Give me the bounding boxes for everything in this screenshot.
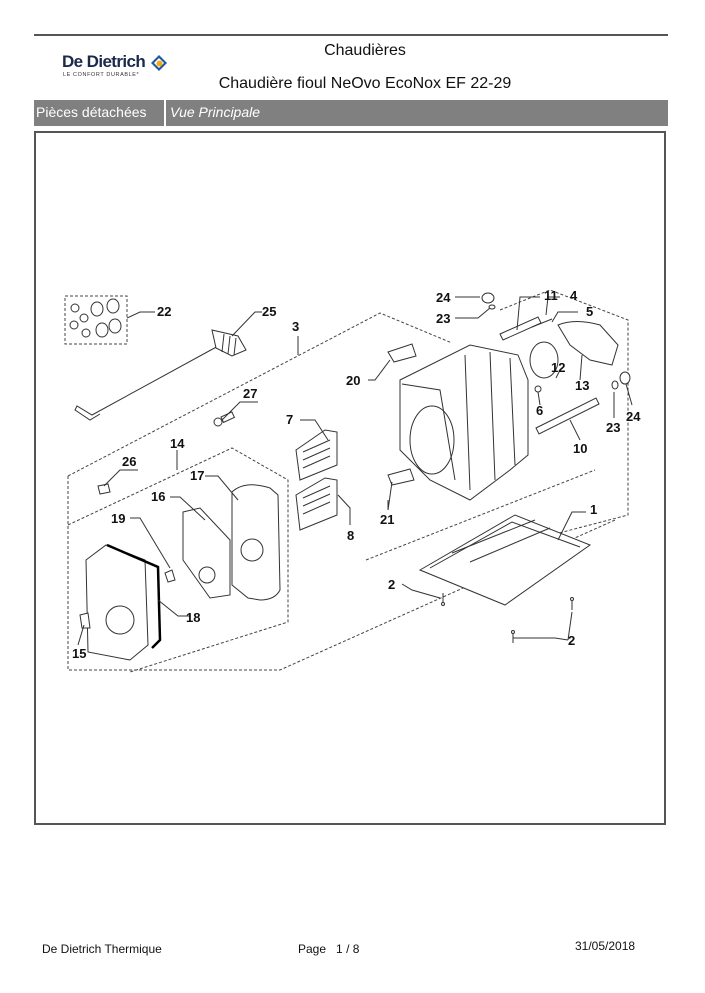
brand-name: De Dietrich — [62, 52, 146, 71]
part-7-baffle — [295, 429, 338, 481]
callout-8: 8 — [347, 528, 354, 543]
document-title: Chaudière fioul NeOvo EcoNox EF 22-29 — [218, 75, 512, 92]
callout-17: 17 — [190, 468, 204, 483]
section-label: Pièces détachées — [34, 100, 166, 126]
part-6-nut — [534, 385, 542, 393]
part-8-baffle — [295, 477, 338, 531]
boiler-body — [399, 344, 529, 501]
boundary-14 — [67, 447, 289, 673]
part-24-cap-right — [619, 371, 631, 385]
callout-20: 20 — [346, 373, 360, 388]
callout-2-left: 2 — [388, 577, 395, 592]
boundary-3-top — [67, 312, 453, 477]
page-current: 1 — [336, 942, 343, 956]
part-15-door — [85, 544, 149, 661]
document-category: Chaudières — [324, 42, 406, 59]
footer-date: 31/05/2018 — [575, 939, 636, 953]
callout-5: 5 — [586, 304, 593, 319]
callout-24-right: 24 — [626, 409, 641, 424]
kit-box-22 — [64, 295, 128, 345]
part-23-oring-right — [611, 380, 619, 390]
callout-2-right: 2 — [568, 633, 575, 648]
part-27-screw — [213, 411, 236, 427]
callout-15: 15 — [72, 646, 86, 661]
part-16-plate — [182, 507, 231, 599]
part-23-oring — [488, 304, 496, 310]
part-10-tube — [535, 397, 600, 435]
callout-3: 3 — [292, 319, 299, 334]
part-1-base-frame — [418, 514, 592, 606]
page-separator: / — [346, 942, 350, 956]
part-13-flue-connector — [557, 321, 619, 366]
callout-16: 16 — [151, 489, 165, 504]
callout-25: 25 — [262, 304, 276, 319]
part-25-cleaning-brush — [74, 329, 247, 421]
callout-23-top: 23 — [436, 311, 450, 326]
callout-14: 14 — [170, 436, 185, 451]
brand-logo: De Dietrich LE CONFORT DURABLE* — [62, 52, 172, 82]
assembly-boundaries — [64, 289, 629, 673]
part-20-bracket — [387, 343, 417, 363]
callout-24-top: 24 — [436, 290, 451, 305]
callout-19: 19 — [111, 511, 125, 526]
part-15-sight-glass — [79, 612, 91, 629]
callout-11: 11 — [544, 288, 558, 303]
boundary-bottom-right — [365, 469, 596, 561]
callout-labels: 22 25 3 27 7 14 26 17 16 19 18 15 8 20 2… — [72, 288, 641, 661]
part-2-screws — [441, 593, 574, 643]
part-12-gasket — [529, 341, 559, 379]
part-17-hole — [240, 538, 264, 562]
view-label: Vue Principale — [170, 104, 261, 120]
part-24-cap — [481, 292, 495, 304]
callout-1: 1 — [590, 502, 597, 517]
brand-diamond-icon — [151, 55, 167, 71]
header-rule — [34, 34, 668, 36]
part-4-pin — [531, 318, 553, 328]
boundary-3-bottom — [67, 476, 616, 671]
part-22-kit — [69, 298, 122, 338]
callout-23-right: 23 — [606, 420, 620, 435]
callout-27: 27 — [243, 386, 257, 401]
callout-12: 12 — [551, 360, 565, 375]
part-19-pin — [164, 569, 176, 583]
parts — [69, 292, 631, 661]
page-total: 8 — [352, 942, 360, 956]
callout-26: 26 — [122, 454, 136, 469]
part-18-gasket — [106, 543, 162, 649]
callout-6: 6 — [536, 403, 543, 418]
section-band: Pièces détachées Vue Principale — [34, 100, 668, 126]
leader-lines — [77, 296, 633, 646]
footer-company: De Dietrich Thermique — [42, 942, 162, 956]
callout-18: 18 — [186, 610, 200, 625]
callout-7: 7 — [286, 412, 293, 427]
part-11-tube — [499, 316, 542, 341]
callout-10: 10 — [573, 441, 587, 456]
callout-21: 21 — [380, 512, 394, 527]
brand-tagline: LE CONFORT DURABLE* — [63, 72, 140, 78]
part-21-bracket — [387, 468, 415, 486]
diagram-frame — [34, 131, 666, 825]
footer-pagination: Page 1 / 8 — [298, 942, 359, 956]
callout-13: 13 — [575, 378, 589, 393]
callout-22: 22 — [157, 304, 171, 319]
callout-4: 4 — [570, 288, 578, 303]
page-label: Page — [298, 942, 327, 956]
